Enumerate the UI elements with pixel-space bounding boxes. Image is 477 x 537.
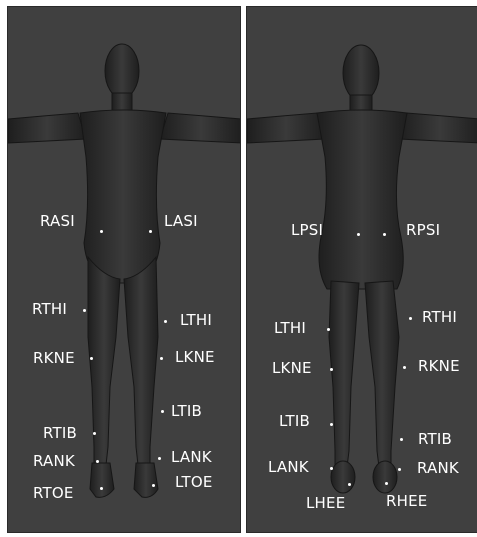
back-label-rpsi: RPSI xyxy=(406,222,440,239)
back-label-rtib: RTIB xyxy=(418,431,452,448)
front-label-rtoe: RTOE xyxy=(33,485,74,502)
back-view-panel: LPSI RPSI LTHI RTHI LKNE RKNE LTIB RTIB … xyxy=(246,6,477,533)
front-label-rkne: RKNE xyxy=(33,350,75,367)
back-label-rkne: RKNE xyxy=(418,358,460,375)
back-marker-lthi-dot xyxy=(327,328,330,331)
front-label-rasi: RASI xyxy=(40,213,75,230)
front-marker-rtoe-dot xyxy=(100,487,103,490)
back-label-lthi: LTHI xyxy=(274,320,306,337)
back-label-lpsi: LPSI xyxy=(291,222,323,239)
front-marker-lank-dot xyxy=(158,457,161,460)
front-marker-ltoe-dot xyxy=(152,484,155,487)
front-marker-rtib-dot xyxy=(93,432,96,435)
front-marker-rank-dot xyxy=(96,460,99,463)
front-marker-rkne-dot xyxy=(90,357,93,360)
front-marker-lthi-dot xyxy=(164,320,167,323)
back-body-figure xyxy=(247,7,477,533)
front-marker-ltib-dot xyxy=(161,410,164,413)
back-label-lhee: LHEE xyxy=(306,495,345,512)
front-marker-rthi-dot xyxy=(83,309,86,312)
back-label-rthi: RTHI xyxy=(422,309,457,326)
front-label-rthi: RTHI xyxy=(32,301,67,318)
back-marker-rtib-dot xyxy=(400,438,403,441)
front-marker-rasi-dot xyxy=(100,230,103,233)
back-marker-rank-dot xyxy=(398,468,401,471)
back-marker-rhee-dot xyxy=(385,482,388,485)
back-label-ltib: LTIB xyxy=(279,413,310,430)
back-label-rank: RANK xyxy=(417,460,459,477)
front-label-rtib: RTIB xyxy=(43,425,77,442)
back-marker-rpsi-dot xyxy=(383,233,386,236)
back-marker-lpsi-dot xyxy=(357,233,360,236)
front-view-panel: RASI LASI RTHI LTHI RKNE LKNE LTIB RTIB … xyxy=(7,6,241,533)
back-label-lkne: LKNE xyxy=(272,360,312,377)
front-label-lthi: LTHI xyxy=(180,312,212,329)
front-label-ltib: LTIB xyxy=(171,403,202,420)
front-label-ltoe: LTOE xyxy=(175,474,213,491)
back-marker-rkne-dot xyxy=(403,366,406,369)
front-label-lasi: LASI xyxy=(164,213,198,230)
back-label-lank: LANK xyxy=(268,459,309,476)
back-marker-lhee-dot xyxy=(348,483,351,486)
back-marker-lank-dot xyxy=(330,467,333,470)
front-label-rank: RANK xyxy=(33,453,75,470)
front-label-lank: LANK xyxy=(171,449,212,466)
back-marker-ltib-dot xyxy=(330,423,333,426)
back-marker-lkne-dot xyxy=(330,368,333,371)
front-marker-lasi-dot xyxy=(149,230,152,233)
front-marker-lkne-dot xyxy=(160,357,163,360)
front-label-lkne: LKNE xyxy=(175,349,215,366)
back-marker-rthi-dot xyxy=(409,317,412,320)
back-label-rhee: RHEE xyxy=(386,493,427,510)
